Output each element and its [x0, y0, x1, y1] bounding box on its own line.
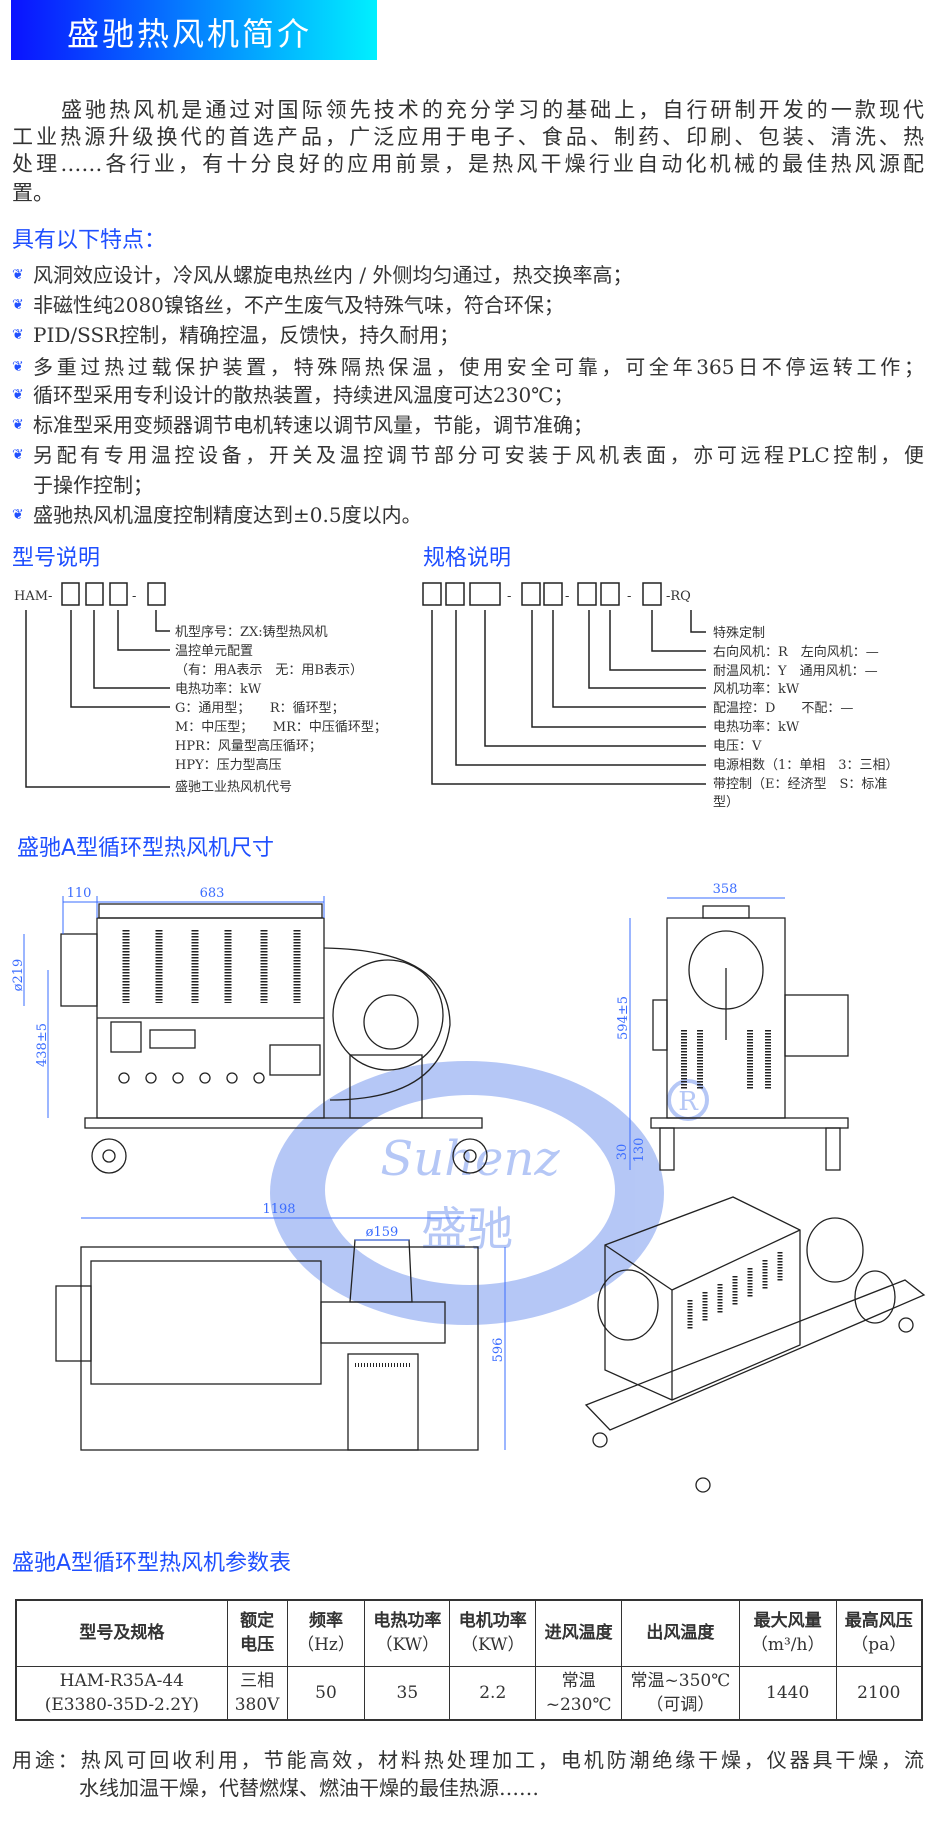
dim-label: 1198 [262, 1202, 295, 1217]
intro-line: 盛驰热风机是通过对国际领先技术的充分学习的基础上，自行研制开发的一款现代 [61, 98, 924, 122]
dim-label: 594±5 [616, 996, 631, 1040]
model-code-boxes [61, 582, 662, 606]
model-label: HPR：风量型高压循环； [175, 738, 322, 754]
svg-text:-: - [627, 589, 631, 604]
model-label: M：中压型； MR：中压循环型； [175, 720, 387, 735]
header-cell: 频率（Hz） [286, 1599, 366, 1667]
intro-line: 工业热源升级换代的首选产品，广泛应用于电子、食品、制药、印刷、包装、清洗、热 [12, 125, 924, 149]
intro-line: 置。 [12, 181, 54, 205]
dimension-drawings: Suhenz 盛驰 R 110 683 ø219 438±5 358 594±5… [11, 882, 926, 1493]
spec-label: 配温控：D 不配：— [713, 701, 853, 716]
cell-heater-power: 35 [364, 1665, 451, 1721]
header-cell: 电热功率（KW） [364, 1599, 451, 1667]
page-title: 盛驰热风机简介 [67, 15, 313, 53]
cell-motor-power: 2.2 [449, 1665, 537, 1721]
cell-outlet-temp: 常温~350℃（可调） [621, 1665, 740, 1721]
top-view [55, 1239, 479, 1451]
params-table: 型号及规格 额定电压 频率（Hz） 电热功率（KW） 电机功率（KW） 进风温度… [15, 1599, 923, 1721]
spec-label: 电源相数（1：单相 3：三相） [713, 758, 899, 773]
spec-label: 特殊定制 [713, 626, 765, 641]
cell-max-airflow: 1440 [738, 1665, 837, 1721]
bullet-icon: ❦ [12, 417, 24, 433]
model-label: （有：用A表示 无：用B表示） [175, 663, 363, 678]
model-label: G：通用型； R：循环型； [175, 701, 345, 716]
dim-label: 683 [200, 886, 225, 901]
dim-label: 110 [67, 886, 92, 901]
front-view [60, 903, 488, 1174]
usage-line: 水线加温干燥，代替燃煤、燃油干燥的最佳热源…… [79, 1776, 539, 1800]
header-cell: 最大风量（m³/h） [738, 1599, 837, 1667]
model-heading: 型号说明 [12, 546, 101, 571]
registered-icon [667, 1079, 709, 1121]
spec-suffix: -RQ [666, 589, 691, 604]
dim-label: 358 [713, 882, 738, 897]
top-dim-lines [81, 1217, 506, 1450]
model-label: 盛驰工业热风机代号 [175, 780, 292, 795]
dim-label: 30 [615, 1144, 630, 1161]
cell-frequency: 50 [286, 1665, 366, 1721]
side-view [650, 905, 849, 1171]
model-label: 电热功率：kW [175, 681, 262, 697]
header-cell: 额定电压 [226, 1599, 288, 1667]
params-heading: 盛驰A型循环型热风机参数表 [12, 1551, 292, 1576]
watermark-text: Suhenz [380, 1131, 560, 1187]
table-header-row: 型号及规格 额定电压 频率（Hz） 电热功率（KW） 电机功率（KW） 进风温度… [15, 1599, 923, 1667]
title-banner: 盛驰热风机简介 [11, 0, 377, 60]
isometric-view [584, 1196, 926, 1493]
spec-heading: 规格说明 [423, 546, 512, 571]
header-cell: 进风温度 [535, 1599, 623, 1667]
cell-model: HAM-R35A-44(E3380-35D-2.2Y) [15, 1665, 228, 1721]
spec-label: 电压：V [713, 739, 762, 754]
bullet-icon: ❦ [12, 359, 24, 375]
header-cell: 型号及规格 [15, 1599, 228, 1667]
watermark-cn: 盛驰 [421, 1202, 513, 1256]
spec-label: 电热功率：kW [713, 719, 800, 735]
bullet-icon: ❦ [12, 447, 24, 463]
spec-label: 带控制（E：经济型 S：标准 [713, 777, 887, 792]
spec-label: 型） [713, 795, 739, 810]
front-dim-lines [23, 896, 325, 1118]
usage-line: 用途：热风可回收利用，节能高效，材料热处理加工，电机防潮绝缘干燥，仪器具干燥，流 [12, 1748, 924, 1772]
dim-label: ø219 [11, 959, 26, 992]
bullet-icon: ❦ [12, 267, 24, 283]
header-cell: 出风温度 [621, 1599, 740, 1667]
svg-text:-: - [507, 589, 511, 604]
dim-label: 596 [491, 1338, 506, 1363]
header-cell: 最高风压（pa） [835, 1599, 923, 1667]
header-cell: 电机功率（KW） [449, 1599, 537, 1667]
spec-label: 右向风机：R 左向风机：— [713, 644, 879, 660]
bullet-icon: ❦ [12, 297, 24, 313]
model-spec-diagram: HAM- - - - - -RQ 机型序号：ZX:铸型热风机 温控单元配置 （有… [14, 582, 899, 810]
cell-max-pressure: 2100 [835, 1665, 923, 1721]
dim-label: ø159 [366, 1225, 399, 1240]
spec-label: 风机功率：kW [713, 681, 800, 697]
intro-line: 处理……各行业，有十分良好的应用前景，是热风干燥行业自动化机械的最佳热风源配 [12, 152, 924, 176]
dimensions-heading: 盛驰A型循环型热风机尺寸 [17, 836, 275, 861]
bullet-icon: ❦ [12, 507, 24, 523]
model-label: 机型序号：ZX:铸型热风机 [175, 624, 328, 640]
model-label: 温控单元配置 [175, 644, 253, 659]
dim-label: 130 [632, 1138, 647, 1163]
bullet-icon: ❦ [12, 327, 24, 343]
leader-lines [25, 610, 706, 788]
dim-label: 438±5 [35, 1023, 50, 1067]
svg-text:R: R [678, 1087, 699, 1117]
cell-inlet-temp: 常温~230℃ [535, 1665, 623, 1721]
svg-text:-: - [132, 589, 136, 604]
model-label: HPY：压力型高压 [175, 757, 282, 773]
features-heading: 具有以下特点： [12, 228, 167, 253]
spec-label: 耐温风机：Y 通用风机：— [713, 664, 878, 679]
svg-text:-: - [565, 589, 569, 604]
bullet-icon: ❦ [12, 387, 24, 403]
model-prefix: HAM- [14, 589, 52, 604]
side-dim-lines [629, 897, 785, 1170]
